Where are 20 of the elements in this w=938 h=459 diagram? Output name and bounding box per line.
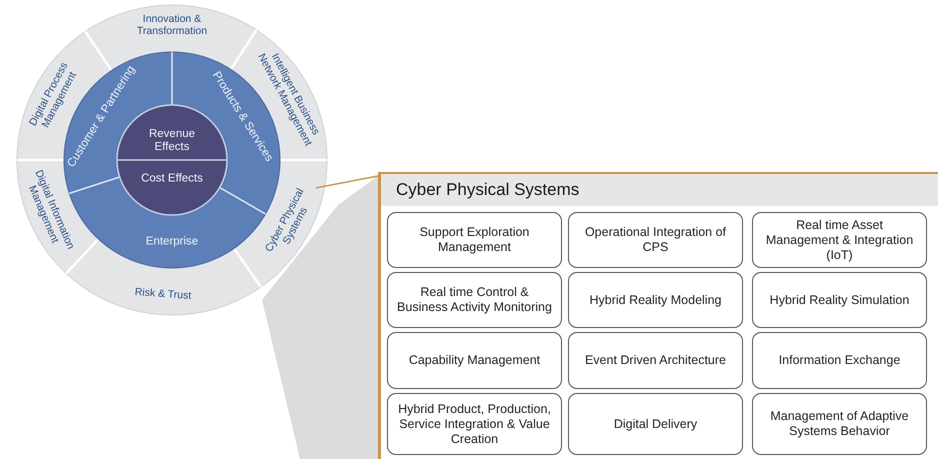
panel-title: Cyber Physical Systems [396,180,580,200]
capability-box: Digital Delivery [568,393,743,455]
core-label: Cost Effects [137,172,207,186]
capability-box: Information Exchange [752,332,927,389]
callout-panel [378,172,938,459]
capability-box: Real time Control & Business Activity Monitoring [387,272,562,328]
inner-ring-label: Enterprise [127,235,217,249]
capability-box: Management of Adaptive Systems Behavior [752,393,927,455]
capability-box: Operational Integration of CPS [568,212,743,268]
callout-line [316,175,378,189]
capability-box: Hybrid Reality Simulation [752,272,927,328]
capability-box: Support Exploration Management [387,212,562,268]
capability-box: Event Driven Architecture [568,332,743,389]
core-label: Revenue Effects [137,128,207,154]
capability-box: Hybrid Reality Modeling [568,272,743,328]
ring-segment-label: Risk & Trust [132,286,193,302]
ring-segment-label: Innovation & Transformation [122,12,222,38]
capability-box: Hybrid Product, Production, Service Integration & Value Creation [387,393,562,455]
capability-box: Capability Management [387,332,562,389]
capability-box: Real time Asset Management & Integration (IoT) [752,212,927,268]
